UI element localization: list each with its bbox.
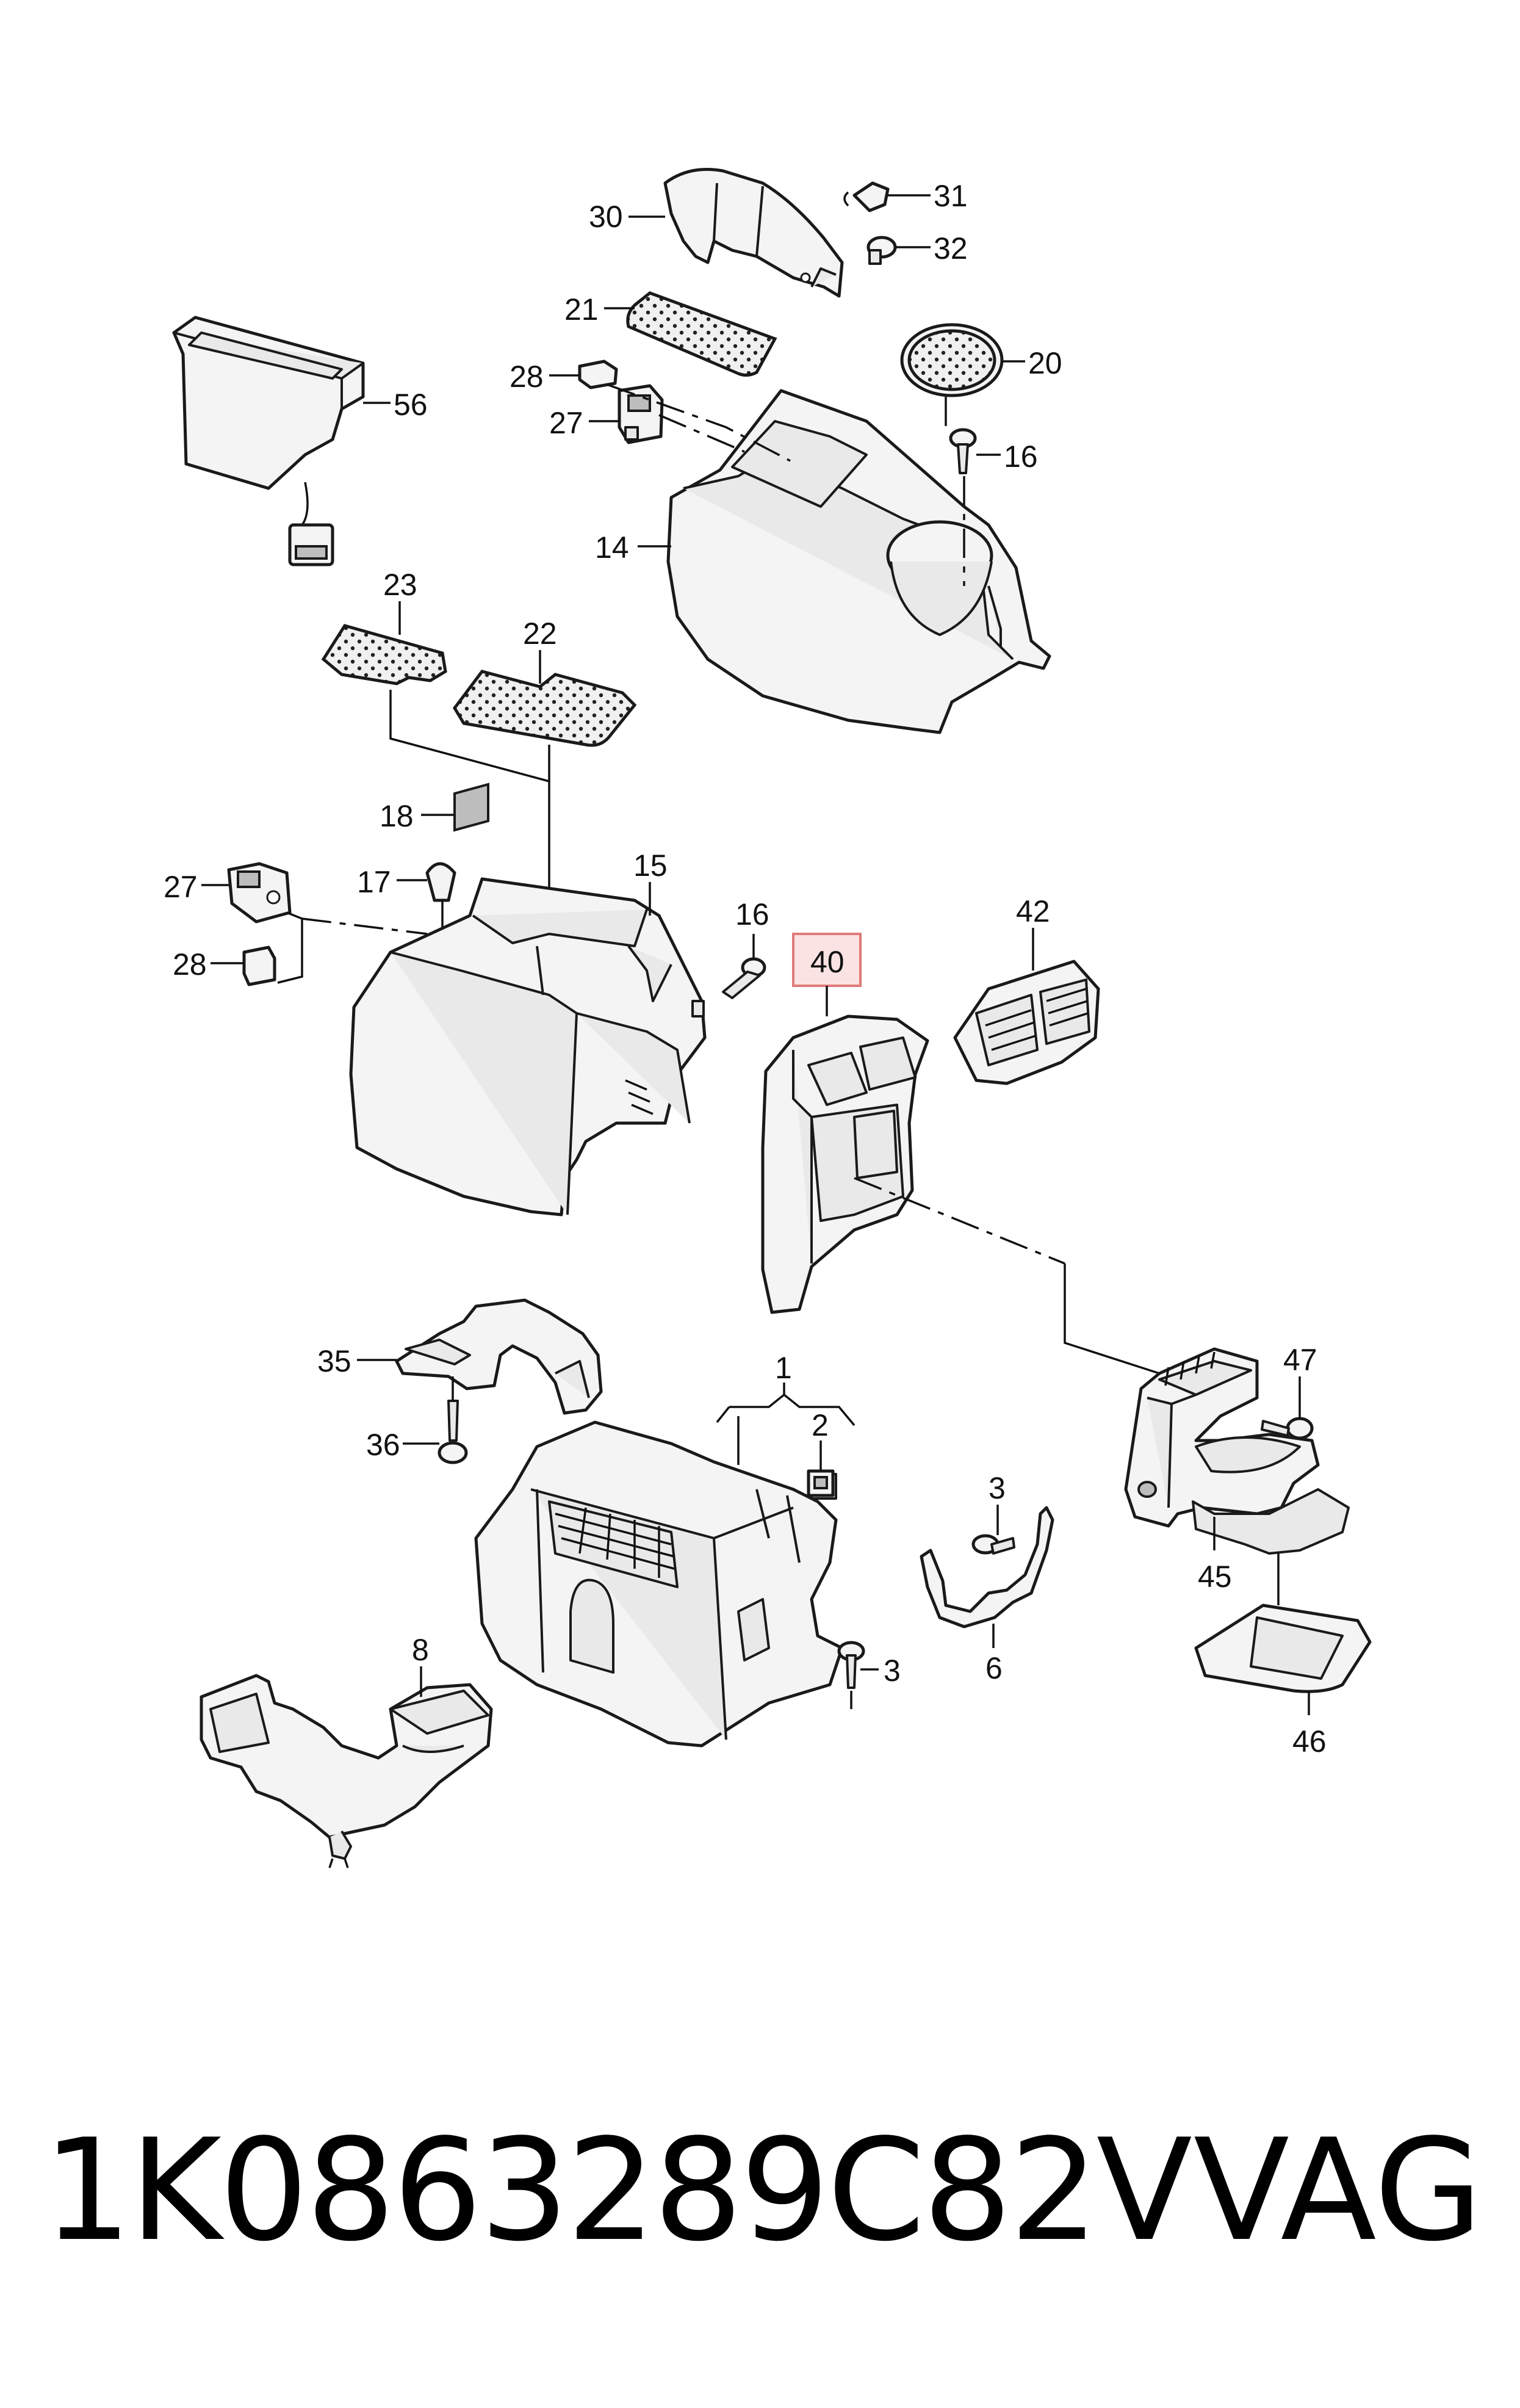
part-17-clip — [425, 862, 456, 902]
footer: 1K0863289C82V VAG — [43, 2118, 1483, 2265]
part-14-upper-console — [666, 389, 1051, 734]
callout-22: 22 — [523, 616, 557, 651]
part-56-storage-box — [172, 316, 365, 566]
part-32-screw — [866, 236, 897, 265]
part-46-mat — [1194, 1604, 1372, 1693]
callout-18: 18 — [380, 799, 414, 833]
callout-6: 6 — [985, 1651, 1003, 1685]
part-36-screw — [438, 1376, 468, 1464]
part-number-text: 1K0863289C82V — [43, 2110, 1192, 2272]
part-20-round-mat — [900, 323, 1004, 397]
part-45-cupholder — [1124, 1347, 1350, 1555]
part-15-lower-console — [349, 877, 707, 1217]
callout-31: 31 — [934, 179, 968, 213]
callout-3-upper: 3 — [989, 1471, 1006, 1505]
part-31-clip — [843, 181, 890, 212]
part-18-pad — [453, 783, 489, 832]
callout-23: 23 — [383, 568, 417, 602]
part-30-cover — [663, 168, 844, 298]
callout-40: 40 — [810, 945, 845, 979]
callout-21: 21 — [564, 292, 599, 327]
callout-45: 45 — [1198, 1560, 1232, 1594]
part-27-switch-upper — [618, 384, 664, 444]
part-40-rear-panel — [761, 1014, 929, 1314]
callout-16-upper: 16 — [1004, 439, 1038, 474]
part-1-frame — [474, 1420, 844, 1748]
callout-36: 36 — [366, 1428, 400, 1462]
part-3-screw-upper — [971, 1534, 1015, 1555]
callout-27-upper: 27 — [549, 406, 583, 440]
callout-14: 14 — [595, 530, 629, 565]
part-27-switch-lower — [227, 862, 292, 924]
callout-3-lower: 3 — [884, 1654, 901, 1688]
callout-20: 20 — [1028, 346, 1062, 380]
callout-27-lower: 27 — [164, 870, 198, 904]
callout-17: 17 — [357, 865, 391, 899]
callout-46: 46 — [1292, 1724, 1327, 1759]
exploded-parts-diagram: 30 31 32 21 20 28 27 16 — [164, 168, 1372, 1868]
callout-56: 56 — [394, 388, 428, 422]
part-28-cap-upper — [578, 360, 618, 389]
callout-47: 47 — [1283, 1343, 1317, 1377]
callout-15: 15 — [633, 848, 668, 883]
callout-28-lower: 28 — [173, 947, 207, 982]
callout-2: 2 — [812, 1408, 829, 1442]
callout-32: 32 — [934, 231, 968, 266]
brand-text: VAG — [1193, 2110, 1483, 2272]
part-6-bracket — [920, 1506, 1054, 1629]
part-23-mat — [321, 624, 447, 685]
part-8-air-duct — [200, 1674, 493, 1868]
callout-28-upper: 28 — [510, 360, 544, 394]
part-28-cap-lower — [242, 945, 276, 986]
part-16-screw-lower — [722, 957, 766, 999]
part-21-mat — [626, 291, 777, 377]
callout-8: 8 — [412, 1633, 429, 1667]
callout-35: 35 — [317, 1344, 351, 1378]
part-22-mat — [452, 670, 637, 747]
part-3-screw-lower — [837, 1641, 865, 1689]
part-16-screw-upper — [949, 428, 977, 474]
callout-30: 30 — [589, 200, 623, 234]
part-42-air-vent — [953, 960, 1100, 1085]
callout-42: 42 — [1016, 894, 1050, 928]
callout-16-lower: 16 — [735, 897, 769, 931]
callout-1: 1 — [775, 1351, 792, 1385]
part-35-cover — [395, 1298, 603, 1415]
callout-40-highlight-box — [792, 933, 862, 987]
part-2-clip — [807, 1469, 835, 1497]
